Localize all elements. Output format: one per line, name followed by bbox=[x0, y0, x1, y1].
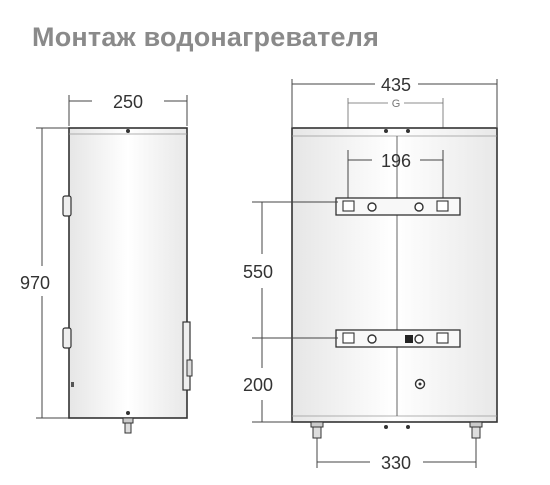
pipe-right bbox=[469, 421, 483, 439]
front-view: 435 G 196 bbox=[243, 75, 498, 473]
pipe-left bbox=[310, 421, 324, 439]
wall-hook-bottom bbox=[62, 327, 72, 349]
side-height-label: 970 bbox=[20, 273, 50, 293]
gap-label: G bbox=[392, 98, 401, 110]
pipe-side bbox=[124, 422, 132, 434]
heater-body-front bbox=[291, 127, 498, 423]
heater-body-side bbox=[68, 127, 188, 419]
pipe-spacing-label: 330 bbox=[381, 453, 411, 473]
bottom-bracket-label: 200 bbox=[243, 375, 273, 395]
mounting-bracket-top bbox=[335, 197, 461, 216]
front-width-label: 435 bbox=[381, 75, 411, 95]
side-width-label: 250 bbox=[113, 92, 143, 112]
dimension-front-width bbox=[291, 79, 498, 127]
page-title: Монтаж водонагревателя bbox=[32, 22, 380, 52]
control-panel-side bbox=[182, 321, 191, 391]
wall-hook-top bbox=[62, 195, 72, 217]
mounting-bracket-bottom bbox=[335, 329, 461, 348]
thermostat-knob-icon bbox=[414, 378, 426, 390]
dimension-side-width bbox=[68, 95, 188, 126]
dimension-vertical-front bbox=[252, 201, 338, 423]
dimension-pipe-spacing bbox=[316, 438, 477, 468]
bracket-spacing-label: 550 bbox=[243, 262, 273, 282]
dimension-side-height bbox=[36, 127, 70, 419]
dimension-bracket-span bbox=[347, 150, 444, 200]
side-view: 250 970 bbox=[20, 92, 193, 434]
bracket-span-label: 196 bbox=[381, 151, 411, 171]
